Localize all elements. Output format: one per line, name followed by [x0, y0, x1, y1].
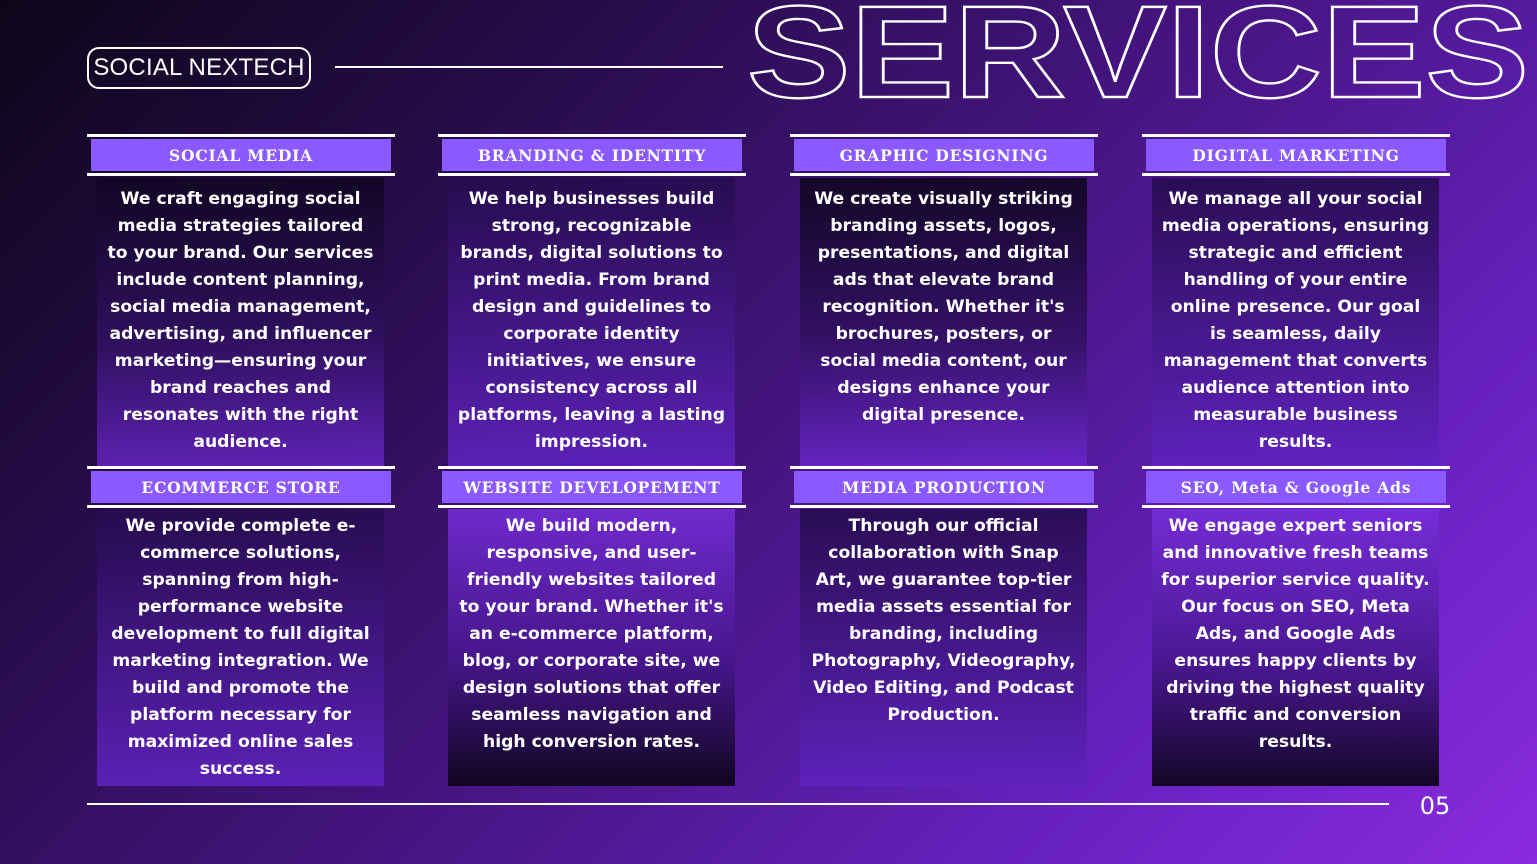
header-divider	[335, 66, 723, 68]
service-description: We craft engaging social media strategie…	[107, 189, 374, 452]
service-card-body: We manage all your social media operatio…	[1152, 178, 1439, 466]
header-bar: WEBSITE DEVELOPEMENT	[442, 471, 742, 503]
header-bar: ECOMMERCE STORE	[91, 471, 391, 503]
header-rule	[438, 466, 746, 469]
service-title: SEO, Meta & Google Ads	[1180, 477, 1412, 497]
service-description: We help businesses build strong, recogni…	[457, 189, 726, 452]
header-rule	[1142, 173, 1450, 176]
header-bar: BRANDING & IDENTITY	[442, 139, 742, 171]
header-rule	[1142, 466, 1450, 469]
service-title: MEDIA PRODUCTION	[842, 477, 1046, 497]
header-rule	[438, 173, 746, 176]
header-rule	[87, 173, 395, 176]
service-card-body: We craft engaging social media strategie…	[97, 178, 384, 466]
header-rule	[790, 173, 1098, 176]
header-bar: MEDIA PRODUCTION	[794, 471, 1094, 503]
brand-name: SOCIAL NEXTECH	[87, 47, 311, 89]
service-title: DIGITAL MARKETING	[1192, 145, 1400, 165]
service-description: We create visually striking branding ass…	[814, 189, 1073, 425]
service-title: BRANDING & IDENTITY	[477, 145, 707, 165]
header-rule	[87, 505, 395, 508]
service-description: Through our official collaboration with …	[811, 516, 1076, 725]
service-card-header: DIGITAL MARKETING	[1142, 134, 1450, 178]
header-rule	[87, 134, 395, 137]
service-card-body: We help businesses build strong, recogni…	[448, 178, 735, 466]
header-rule	[1142, 505, 1450, 508]
page-title-text: SERVICES	[747, 0, 1529, 110]
service-card-header: BRANDING & IDENTITY	[438, 134, 746, 178]
service-title: ECOMMERCE STORE	[141, 477, 341, 497]
header-rule	[790, 466, 1098, 469]
service-card-body: We build modern, responsive, and user-fr…	[448, 509, 735, 786]
header-rule	[87, 466, 395, 469]
service-card-body: We provide complete e-commerce solutions…	[97, 509, 384, 786]
service-card-header: WEBSITE DEVELOPEMENT	[438, 466, 746, 510]
service-description: We engage expert seniors and innovative …	[1161, 516, 1430, 752]
footer-divider	[87, 803, 1389, 805]
service-card-body: We engage expert seniors and innovative …	[1152, 509, 1439, 786]
header-rule	[438, 505, 746, 508]
service-card-header: SEO, Meta & Google Ads	[1142, 466, 1450, 510]
service-title: WEBSITE DEVELOPEMENT	[463, 477, 721, 497]
service-card-header: ECOMMERCE STORE	[87, 466, 395, 510]
service-title: SOCIAL MEDIA	[169, 145, 313, 165]
page-title: SERVICES	[745, 0, 1537, 110]
service-card-header: GRAPHIC DESIGNING	[790, 134, 1098, 178]
header-bar: GRAPHIC DESIGNING	[794, 139, 1094, 171]
page-title-outline: SERVICES	[746, 0, 1530, 110]
service-card-body: We create visually striking branding ass…	[800, 178, 1087, 466]
page-number: 05	[1419, 792, 1451, 820]
header-rule	[438, 134, 746, 137]
service-title: GRAPHIC DESIGNING	[839, 145, 1049, 165]
header-rule	[790, 505, 1098, 508]
service-card-body: Through our official collaboration with …	[800, 509, 1087, 786]
service-description: We build modern, responsive, and user-fr…	[459, 516, 724, 752]
header-rule	[790, 134, 1098, 137]
header-bar: SOCIAL MEDIA	[91, 139, 391, 171]
service-description: We manage all your social media operatio…	[1161, 189, 1430, 452]
header-bar: DIGITAL MARKETING	[1146, 139, 1446, 171]
header-bar: SEO, Meta & Google Ads	[1146, 471, 1446, 503]
service-card-header: SOCIAL MEDIA	[87, 134, 395, 178]
service-card-header: MEDIA PRODUCTION	[790, 466, 1098, 510]
service-description: We provide complete e-commerce solutions…	[111, 516, 370, 779]
header-rule	[1142, 134, 1450, 137]
